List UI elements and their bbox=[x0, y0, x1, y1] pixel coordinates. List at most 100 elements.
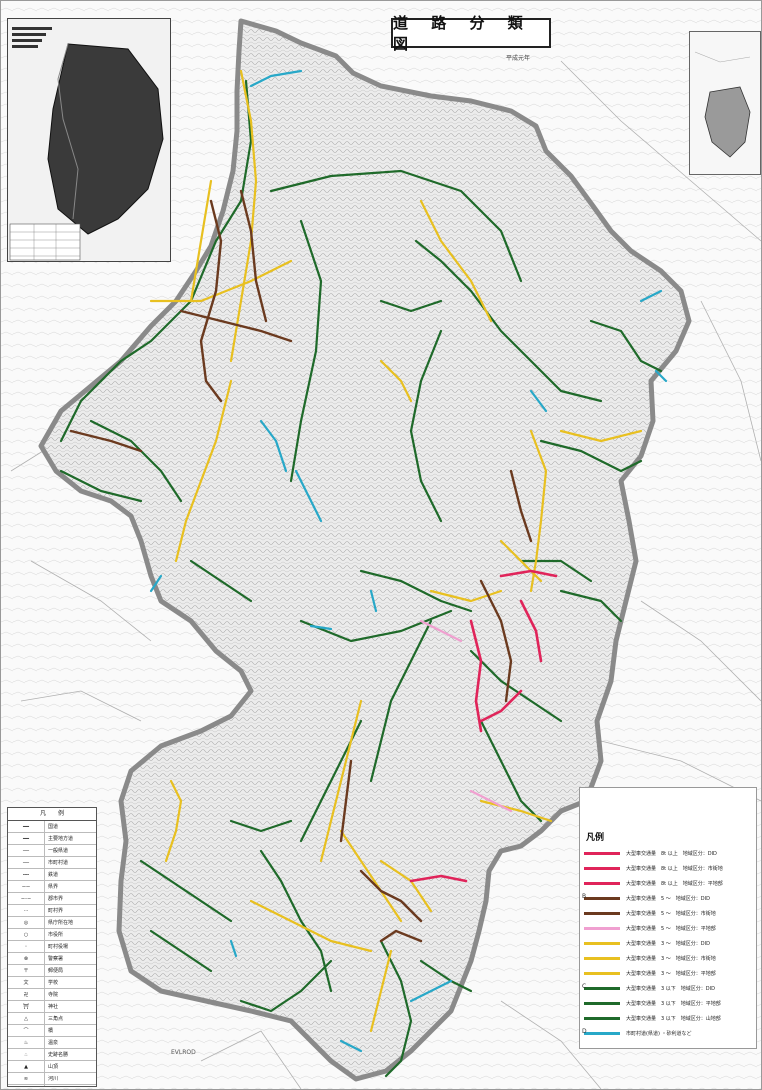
legend-swatch-brown bbox=[584, 911, 620, 915]
symbol-label: 鉄道 bbox=[48, 872, 59, 878]
road-green-5 bbox=[409, 329, 443, 523]
road-yellow-43 bbox=[379, 359, 413, 403]
symbol-label: 一般県道 bbox=[48, 848, 69, 854]
legend-label: 大型車交通量 5 〜 地域区分：市街地 bbox=[626, 910, 716, 917]
symbol-row: ◦町村役場 bbox=[8, 941, 96, 953]
road-brown-61 bbox=[339, 759, 353, 843]
prefecture-boundary bbox=[38, 18, 692, 1082]
road-brown-57 bbox=[179, 309, 293, 343]
road-green-23 bbox=[519, 559, 593, 583]
symbol-label: 郡市界 bbox=[48, 896, 64, 902]
legend-swatch-green bbox=[584, 1016, 620, 1020]
symbol-row: ♨温泉 bbox=[8, 1037, 96, 1049]
road-brown-63 bbox=[379, 929, 423, 943]
legend-swatch-green bbox=[584, 986, 620, 990]
symbol-row: ━━国道 bbox=[8, 821, 96, 833]
legend-label: 大型車交通量 3 以下 地域区分：DID bbox=[626, 985, 715, 992]
map-subtitle: 平成元年 bbox=[506, 55, 531, 62]
symbol-label: 学校 bbox=[48, 980, 59, 986]
road-green-17 bbox=[379, 939, 413, 1078]
symbol-row: 卍寺院 bbox=[8, 989, 96, 1001]
road-yellow-48 bbox=[319, 699, 363, 863]
road-green-3 bbox=[414, 239, 603, 403]
symbol-label: 河川 bbox=[48, 1076, 59, 1082]
road-green-22 bbox=[559, 589, 623, 623]
road-red-69 bbox=[479, 689, 523, 723]
road-brown-62 bbox=[359, 869, 423, 923]
road-red-70 bbox=[409, 874, 468, 883]
road-yellow-54 bbox=[479, 799, 553, 823]
legend-swatch-yellow bbox=[584, 941, 620, 945]
symbol-row: ━━主要地方道 bbox=[8, 833, 96, 845]
road-green-1 bbox=[269, 169, 523, 283]
symbol-glyph: ━━ bbox=[8, 821, 45, 832]
road-green-16 bbox=[259, 849, 333, 993]
symbol-glyph: ··· bbox=[8, 905, 45, 916]
symbol-glyph: ∴ bbox=[8, 1049, 45, 1060]
legend-label: 大型車交通量 3 以下 地域区分：山地部 bbox=[626, 1015, 721, 1022]
road-green-4 bbox=[589, 319, 663, 373]
legend-row: 大型車交通量 3 〜 地域区分：市街地 bbox=[584, 953, 756, 963]
legend-label: 大型車交通量 5 〜 地域区分：平地部 bbox=[626, 925, 716, 932]
road-cyan-36 bbox=[339, 1039, 363, 1053]
legend-swatch-red bbox=[584, 881, 620, 885]
symbol-glyph: 卍 bbox=[8, 989, 45, 1000]
symbol-row: ⌒橋 bbox=[8, 1025, 96, 1037]
road-red-68 bbox=[519, 599, 543, 663]
legend-swatch-pink bbox=[584, 926, 620, 930]
symbol-label: 市町村道 bbox=[48, 860, 69, 866]
legend-label: 大型車交通量 5 〜 地域区分：DID bbox=[626, 895, 710, 902]
road-green-12 bbox=[469, 649, 563, 723]
road-green-11 bbox=[369, 619, 433, 783]
inset-map-northeast[interactable] bbox=[689, 31, 761, 175]
legend-swatch-yellow bbox=[584, 971, 620, 975]
road-cyan-29 bbox=[149, 574, 163, 593]
road-yellow-42 bbox=[419, 199, 493, 323]
legend-row: 大型車交通量 8t 以上 地域区分：市街地 bbox=[584, 863, 756, 873]
road-network bbox=[59, 69, 668, 1078]
legend-row: 大型車交通量 8t 以上 地域区分：DID bbox=[584, 848, 756, 858]
symbol-row: 文学校 bbox=[8, 977, 96, 989]
inset-map-northwest[interactable] bbox=[7, 18, 171, 262]
symbol-glyph: ▭ bbox=[8, 1085, 45, 1086]
legend-label: 市町村道(県道) ・砂利道など bbox=[626, 1030, 692, 1037]
road-green-7 bbox=[59, 469, 143, 503]
symbol-label: 温泉 bbox=[48, 1040, 59, 1046]
road-green-13 bbox=[479, 719, 543, 823]
symbol-label: 町村役場 bbox=[48, 944, 69, 950]
road-yellow-51 bbox=[249, 899, 373, 953]
road-green-18 bbox=[239, 959, 333, 1013]
road-yellow-53 bbox=[369, 949, 393, 1033]
symbol-glyph: ─·─ bbox=[8, 881, 45, 892]
legend-group-marker: C bbox=[582, 983, 587, 990]
symbol-glyph: ── bbox=[8, 857, 45, 868]
symbol-label: 橋 bbox=[48, 1028, 54, 1034]
symbol-glyph: ◦ bbox=[8, 941, 45, 952]
legend-swatch-red bbox=[584, 851, 620, 855]
road-brown-55 bbox=[199, 199, 223, 403]
symbol-glyph: ○ bbox=[8, 929, 45, 940]
legend-title: 凡例 bbox=[586, 833, 605, 843]
road-yellow-40 bbox=[174, 379, 233, 563]
symbol-glyph: ┅┅ bbox=[8, 869, 45, 880]
road-cyan-37 bbox=[529, 389, 548, 413]
road-cyan-31 bbox=[369, 589, 378, 613]
road-yellow-39 bbox=[189, 179, 213, 303]
legend-row: 大型車交通量 5 〜 地域区分：平地部 bbox=[584, 923, 756, 933]
legend-row: 大型車交通量 3 以下 地域区分：平地部 bbox=[584, 998, 756, 1008]
road-yellow-45 bbox=[559, 429, 643, 443]
symbol-label: 国道 bbox=[48, 824, 59, 830]
symbol-label: 町村界 bbox=[48, 908, 64, 914]
symbol-label: 神社 bbox=[48, 1004, 59, 1010]
road-green-25 bbox=[189, 559, 253, 603]
legend-row: 市町村道(県道) ・砂利道など bbox=[584, 1028, 756, 1038]
legend-swatch-red bbox=[584, 866, 620, 870]
legend-swatch-green bbox=[584, 1001, 620, 1005]
symbol-row: ─·─県界 bbox=[8, 881, 96, 893]
road-green-20 bbox=[149, 929, 213, 973]
legend-group-marker: B bbox=[582, 893, 587, 900]
road-green-9 bbox=[359, 569, 473, 613]
symbol-label: 三角点 bbox=[48, 1016, 64, 1022]
